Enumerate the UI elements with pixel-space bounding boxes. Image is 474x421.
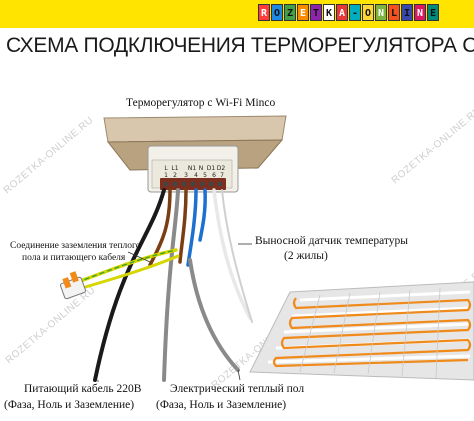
- terminal-label: L1: [171, 165, 178, 172]
- logo-letter: K: [323, 4, 335, 21]
- thermostat-device: [103, 115, 287, 193]
- power-cable-label-line2: (Фаза, Ноль и Заземление): [4, 399, 135, 411]
- terminal-number: 1: [164, 172, 168, 179]
- terminal-label: D2: [217, 165, 226, 172]
- ground-junction-label-line2: пола и питающего кабеля: [22, 253, 126, 263]
- heating-mat: [249, 281, 474, 381]
- wire-floor-brown: [178, 188, 188, 264]
- logo-letter: I: [401, 4, 413, 21]
- logo-letter: E: [297, 4, 309, 21]
- logo-letter: A: [336, 4, 348, 21]
- wire-blue-2: [198, 188, 207, 242]
- wire-floor-blue: [186, 188, 198, 267]
- logo-letter: Z: [284, 4, 296, 21]
- wire-floor-gray: [188, 258, 240, 372]
- wire-ground-green-stripe: [69, 249, 177, 286]
- terminal-number: 7: [220, 172, 224, 179]
- terminal-number: 2: [173, 172, 177, 179]
- power-cable-label-line1: Питающий кабель 220В: [24, 383, 142, 395]
- logo-letter: L: [388, 4, 400, 21]
- sensor-label-line1: Выносной датчик температуры: [255, 235, 409, 247]
- wires: [66, 188, 253, 382]
- logo-letter: N: [375, 4, 387, 21]
- wire-sensor-white-2: [221, 189, 253, 323]
- wago-connector: [59, 271, 87, 300]
- leader-lines: [97, 243, 252, 382]
- logo-letter: O: [362, 4, 374, 21]
- logo-letter: R: [258, 4, 270, 21]
- floor-cable-label-line2: (Фаза, Ноль и Заземление): [156, 399, 287, 411]
- terminal-number: 3: [184, 172, 188, 179]
- wire-power-brown: [148, 188, 172, 267]
- terminal-label: D1: [207, 165, 216, 172]
- logo-letter: N: [414, 4, 426, 21]
- logo-letter: E: [427, 4, 439, 21]
- logo-letter: O: [271, 4, 283, 21]
- wire-power-black: [93, 188, 166, 382]
- terminal-number: 6: [212, 172, 216, 179]
- terminal-label: L: [164, 165, 168, 172]
- wire-sensor-white: [212, 188, 252, 320]
- terminal-label: N: [199, 165, 204, 172]
- terminal-number: 4: [194, 172, 198, 179]
- terminal-label: N1: [188, 165, 196, 172]
- sensor-label-line2: (2 жилы): [284, 250, 328, 262]
- ground-junction-label-line1: Соединение заземления теплого: [10, 241, 141, 251]
- wire-power-gray: [162, 188, 180, 382]
- terminal-number: 5: [203, 172, 207, 179]
- device-label: Терморегулятор с Wi-Fi Minco: [126, 97, 276, 109]
- logo-letter: -: [349, 4, 361, 21]
- floor-cable-label-line1: Электрический теплый пол: [170, 383, 305, 395]
- logo-letter: T: [310, 4, 322, 21]
- page-title: СХЕМА ПОДКЛЮЧЕНИЯ ТЕРМОРЕГУЛЯТОРА С Wi-F…: [6, 34, 474, 57]
